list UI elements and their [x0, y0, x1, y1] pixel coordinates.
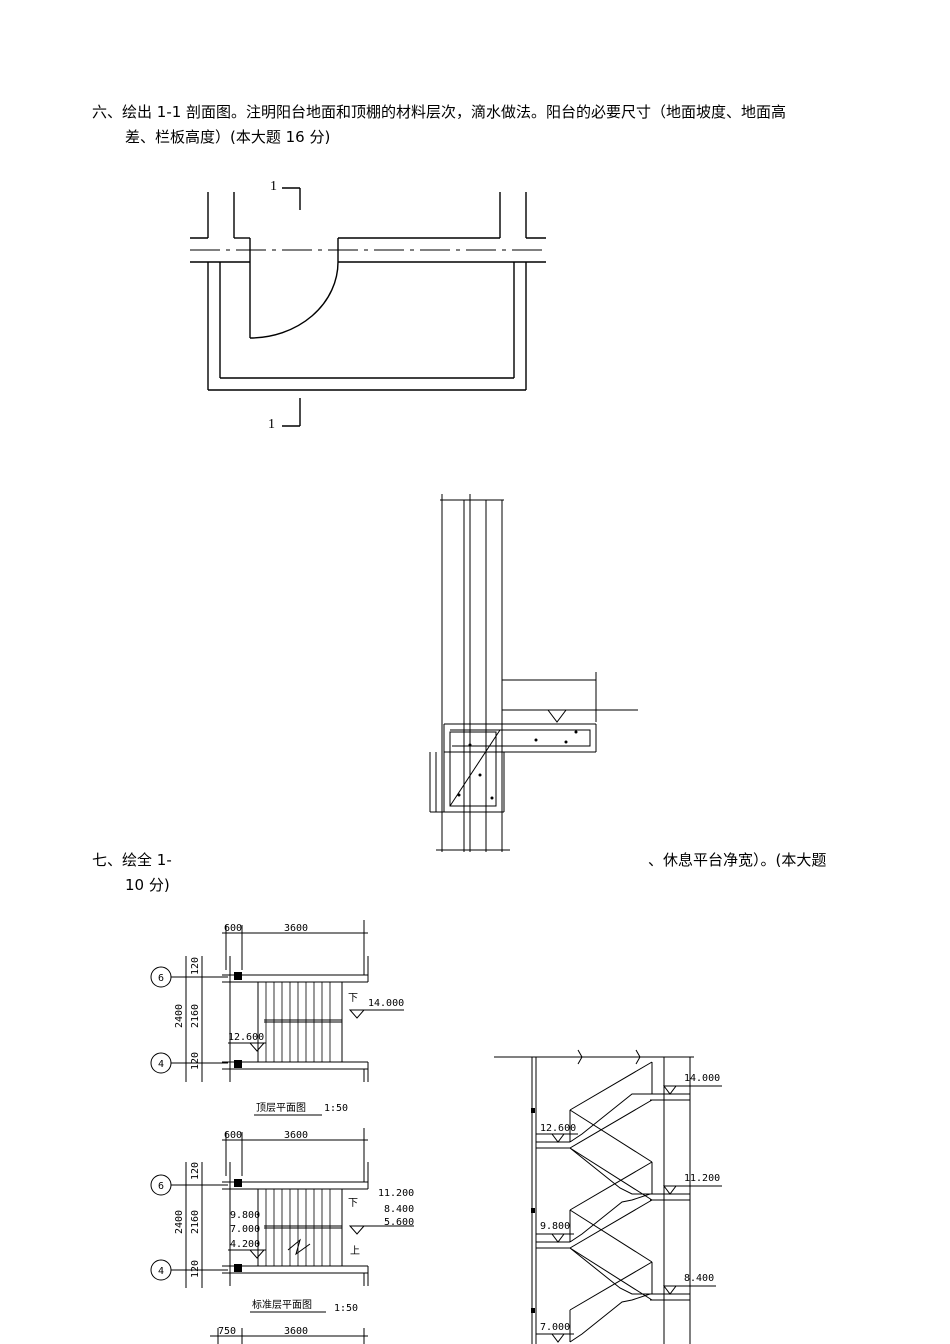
section-elev-11200: 11.200: [684, 1173, 720, 1184]
std-plan-dim-3600: 3600: [284, 1130, 308, 1141]
section-elev-7000: 7.000: [540, 1322, 570, 1333]
std-plan-dim-120a: 120: [190, 1162, 201, 1180]
top-plan-dim-2400: 2400: [174, 1004, 185, 1028]
question-7-number: 七、: [92, 851, 123, 869]
std-plan-elev-right-2: 8.400: [384, 1204, 414, 1215]
std-plan-elev-left-2: 7.000: [230, 1224, 260, 1235]
top-plan-dim-120b: 120: [190, 1052, 201, 1070]
std-plan-axis-6: 6: [158, 1181, 164, 1192]
std-plan-caption: 标准层平面图: [252, 1299, 312, 1311]
top-plan-elev-right: 14.000: [368, 998, 404, 1009]
top-plan-caption: 顶层平面图: [256, 1102, 306, 1114]
question-7-line2: 10 分): [125, 876, 170, 894]
top-plan-scale: 1:50: [324, 1103, 348, 1114]
section-elev-9800: 9.800: [540, 1221, 570, 1232]
std-plan-scale: 1:50: [334, 1303, 358, 1314]
std-plan-dim-2400: 2400: [174, 1210, 185, 1234]
std-plan-elev-left-3: 4.200: [230, 1239, 260, 1250]
ground-plan-dim-3600: 3600: [284, 1326, 308, 1337]
question-6-number: 六、: [92, 103, 123, 121]
std-plan-elev-left-1: 9.800: [230, 1210, 260, 1221]
question-7-line1-end: 、休息平台净宽）。(本大题: [648, 851, 827, 869]
top-plan-elev-left: 12.600: [228, 1032, 264, 1043]
question-6: 六、绘出 1-1 剖面图。注明阳台地面和顶棚的材料层次，滴水做法。阳台的必要尺寸…: [92, 100, 872, 125]
std-plan-down-label: 下: [348, 1198, 358, 1209]
std-plan-elev-right-1: 11.200: [378, 1188, 414, 1199]
top-plan-dim-120a: 120: [190, 957, 201, 975]
section-elev-14000: 14.000: [684, 1073, 720, 1084]
top-plan-axis-4: 4: [158, 1059, 164, 1070]
section-mark-top: 1: [270, 179, 277, 194]
top-plan-dim-600: 600: [224, 923, 242, 934]
std-plan-dim-2160: 2160: [190, 1210, 201, 1234]
std-plan-elev-right-3: 5.600: [384, 1217, 414, 1228]
section-elev-12600: 12.600: [540, 1123, 576, 1134]
top-plan-down-label: 下: [348, 993, 358, 1004]
question-7: 七、绘全 1-: [92, 848, 172, 873]
std-plan-dim-600: 600: [224, 1130, 242, 1141]
std-plan-dim-120b: 120: [190, 1260, 201, 1278]
top-plan-dim-3600: 3600: [284, 923, 308, 934]
question-6-line2: 差、栏板高度）(本大题 16 分): [125, 128, 331, 146]
std-plan-up-label: 上: [350, 1245, 360, 1257]
section-mark-bottom: 1: [268, 417, 275, 432]
top-plan-axis-6: 6: [158, 973, 164, 984]
std-plan-axis-4: 4: [158, 1266, 164, 1277]
top-plan-dim-2160: 2160: [190, 1004, 201, 1028]
ground-plan-dim-750: 750: [218, 1326, 236, 1337]
section-elev-8400: 8.400: [684, 1273, 714, 1284]
question-7-line1-start: 绘全 1-: [122, 851, 172, 869]
question-6-line1: 绘出 1-1 剖面图。注明阳台地面和顶棚的材料层次，滴水做法。阳台的必要尺寸（地…: [122, 103, 787, 121]
